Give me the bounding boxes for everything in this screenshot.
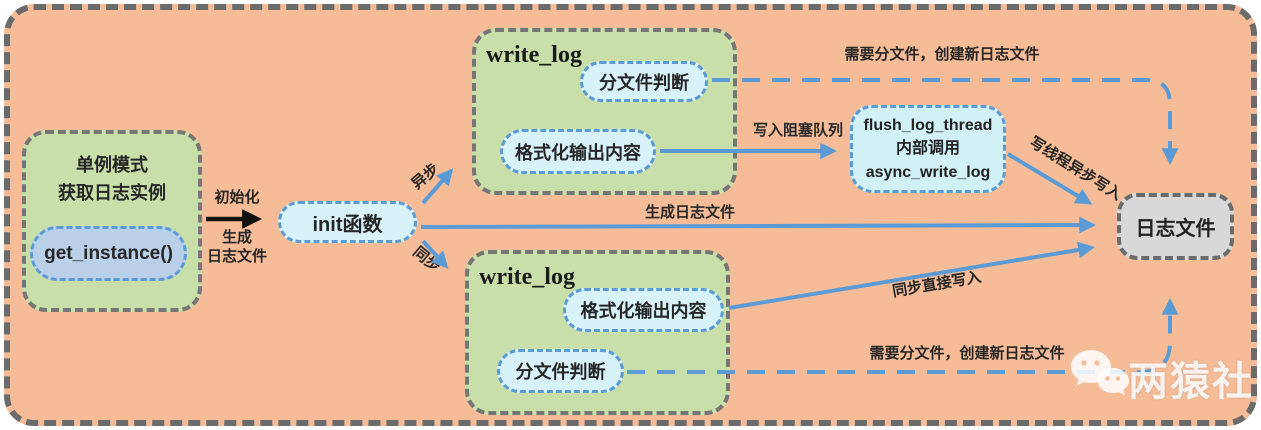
write-log-sync-title: write_log [479,264,575,290]
init-edge-bottom-line2: 日志文件 [206,247,267,265]
flush-thread-line1: flush_log_thread [863,117,993,135]
write-log-async-title: write_log [486,42,582,68]
singleton-box: 单例模式 获取日志实例 [22,130,202,312]
flush-thread-line2: 内部调用 [895,140,960,158]
flush-thread-line3: async_write_log [865,163,991,181]
edge-label-generate-log: 生成日志文件 [644,204,735,221]
singleton-title-line1: 单例模式 [76,155,148,175]
split-check-async-capsule: 分文件判断 [580,61,708,102]
split-check-sync-capsule: 分文件判断 [497,349,624,393]
format-output-async-capsule: 格式化输出内容 [500,129,656,174]
get-instance-capsule: get_instance() [30,226,187,281]
watermark-text: 两猿社 [1128,360,1254,404]
init-node-capsule: init函数 [278,201,417,243]
edge-label-split-bottom: 需要分文件，创建新日志文件 [869,345,1065,362]
flush-thread-box: flush_log_thread 内部调用 async_write_log [850,105,1006,193]
wechat-icon [1071,350,1129,396]
edge-label-split-top: 需要分文件，创建新日志文件 [844,46,1040,63]
init-edge-bottom-label: 生成 日志文件 [199,229,275,267]
format-output-sync-capsule: 格式化输出内容 [563,288,724,332]
log-file-box: 日志文件 [1117,193,1234,260]
edge-label-write-queue: 写入阻塞队列 [752,122,843,139]
singleton-title: 单例模式 获取日志实例 [26,152,198,208]
init-edge-bottom-line1: 生成 [221,229,252,246]
init-edge-top-label: 初始化 [214,189,260,206]
singleton-title-line2: 获取日志实例 [58,182,166,203]
